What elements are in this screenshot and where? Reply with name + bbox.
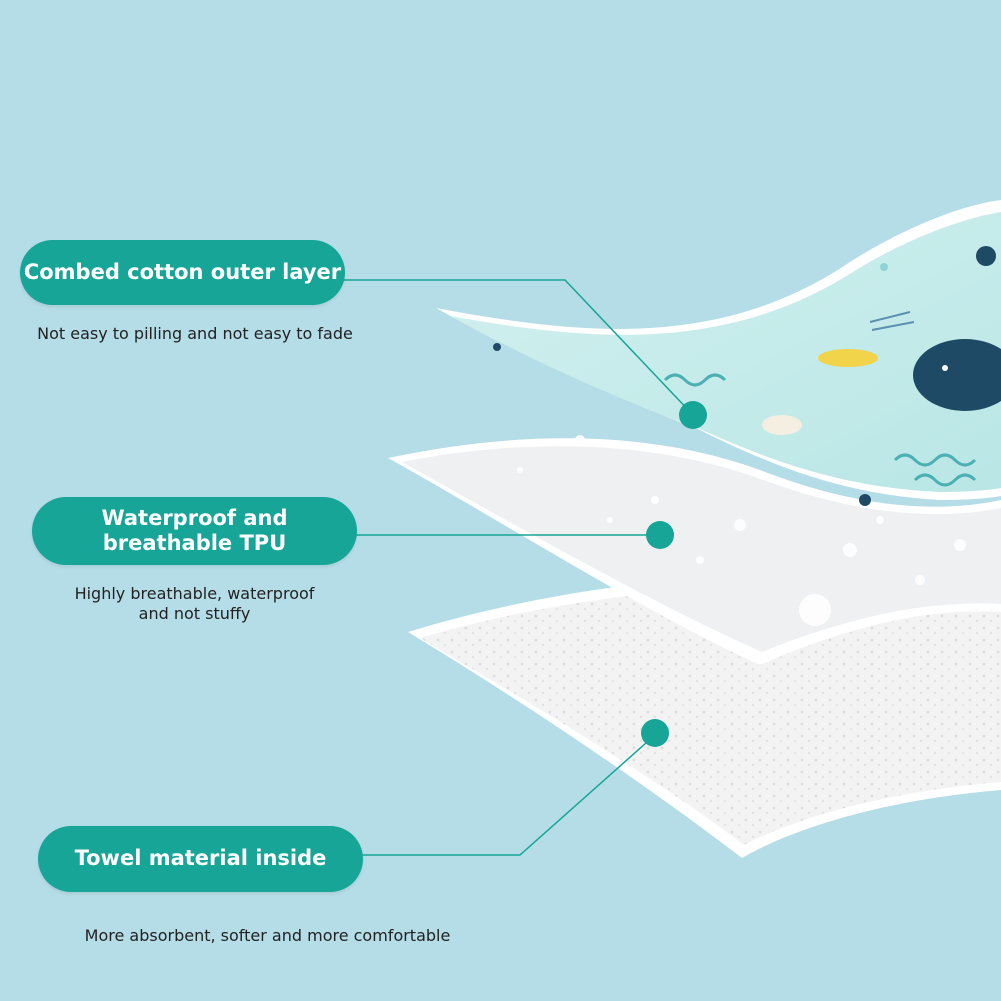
towel-layer: [408, 570, 1001, 858]
layer-title-2: Waterproof and breathable TPU: [101, 505, 288, 555]
layer-title-pill-1: Combed cotton outer layer: [20, 240, 345, 305]
connector-line-1: [340, 279, 694, 416]
tpu-layer: [388, 435, 1001, 665]
marker-dot-3: [641, 719, 669, 747]
layer-description-1: Not easy to pilling and not easy to fade: [37, 324, 353, 343]
layer-description-3: More absorbent, softer and more comforta…: [84, 926, 451, 945]
layer-title-1: Combed cotton outer layer: [23, 259, 342, 284]
layer-title-pill-3: Towel material inside: [38, 826, 363, 892]
marker-dot-1: [679, 401, 707, 429]
layer-title-pill-2: Waterproof and breathable TPU: [32, 497, 357, 565]
marker-dot-2: [646, 521, 674, 549]
layer-title-3: Towel material inside: [74, 846, 327, 871]
connector-line-3: [360, 734, 656, 856]
connector-lines: [340, 279, 694, 856]
layer-description-2: Highly breathable, waterproof and not st…: [74, 584, 315, 623]
cotton-layer: [436, 200, 1001, 506]
